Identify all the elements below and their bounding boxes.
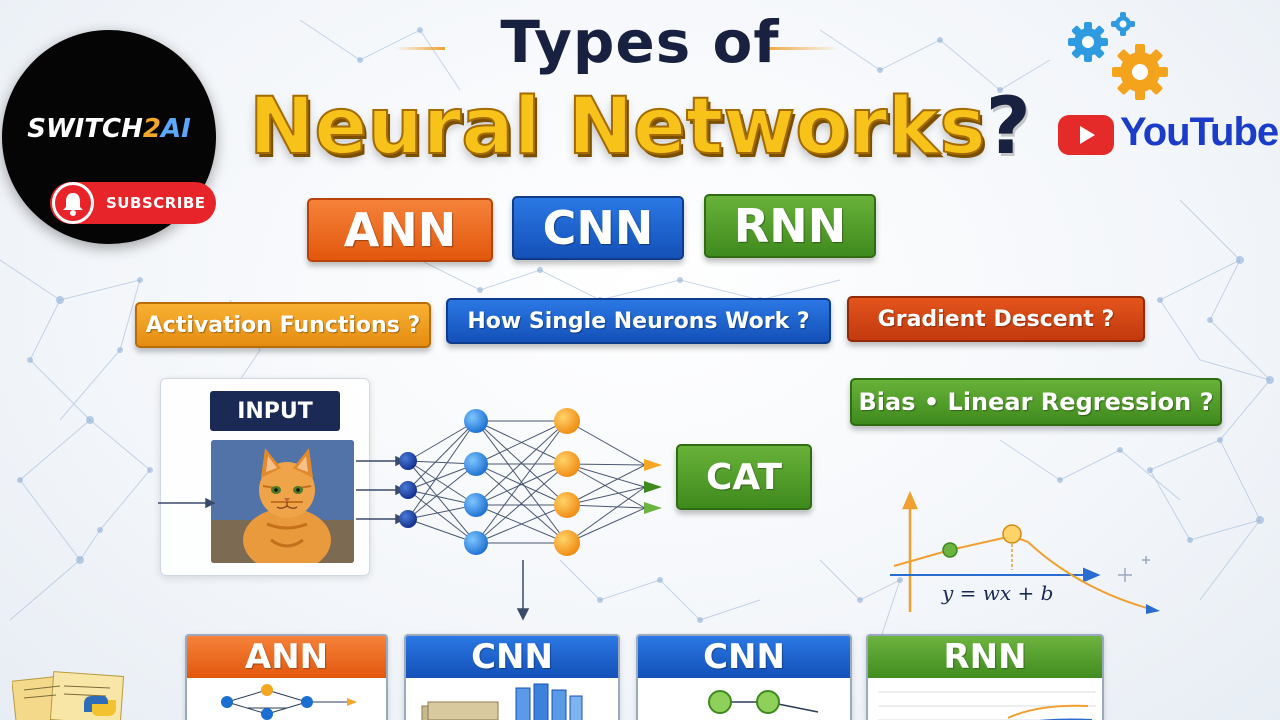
title-main-text: Neural Networks [248,81,987,173]
cat-image [211,440,354,563]
youtube-label[interactable]: YouTube [1120,110,1279,154]
rnn-card-diagram [868,678,1102,720]
linear-equation: y = wx + b [942,581,1054,605]
youtube-play-icon[interactable] [1058,115,1114,155]
rnn-card-title: RNN [868,636,1102,678]
cnn-card-1-diagram [406,678,618,720]
cnn-card-2-diagram [638,678,850,720]
ann-card-title: ANN [187,636,386,678]
cnn-pill[interactable]: CNN [512,196,684,260]
linear-regression-graph [890,490,1160,614]
bell-icon [52,182,94,224]
title-decoration-right [760,47,840,50]
logo-brand-part-2: 2 [142,114,161,144]
switch2ai-logo[interactable]: SWITCH2AI SUBSCRIBE [2,30,216,244]
ann-pill[interactable]: ANN [307,198,493,262]
cnn-card-1[interactable]: CNN [404,634,620,720]
cnn-card-2-title: CNN [638,636,850,678]
gradient-descent-pill[interactable]: Gradient Descent ? [847,296,1145,342]
cat-output-label: CAT [676,444,812,510]
logo-brand-part-1: SWITCH [27,114,143,144]
gears-icon [1068,12,1168,100]
title-decoration-left [395,47,445,50]
cnn-card-1-title: CNN [406,636,618,678]
subscribe-label: SUBSCRIBE [106,194,206,212]
title-line-1: Types of [500,8,780,76]
rnn-card[interactable]: RNN [866,634,1104,720]
neural-network-diagram [158,408,662,621]
ann-card[interactable]: ANN [185,634,388,720]
logo-brand-part-3: AI [160,114,191,144]
activation-functions-pill[interactable]: Activation Functions ? [135,302,431,348]
logo-brand-text: SWITCH2AI [2,114,216,144]
ann-card-diagram [187,678,386,720]
title-line-2: Neural Networks? [0,81,1280,173]
notes-python-icon [12,671,125,720]
cnn-card-2[interactable]: CNN [636,634,852,720]
title-question-mark: ? [985,82,1031,172]
input-label: INPUT [210,391,340,431]
rnn-pill[interactable]: RNN [704,194,876,258]
bias-linear-regression-pill[interactable]: Bias • Linear Regression ? [850,378,1222,426]
single-neuron-pill[interactable]: How Single Neurons Work ? [446,298,831,344]
